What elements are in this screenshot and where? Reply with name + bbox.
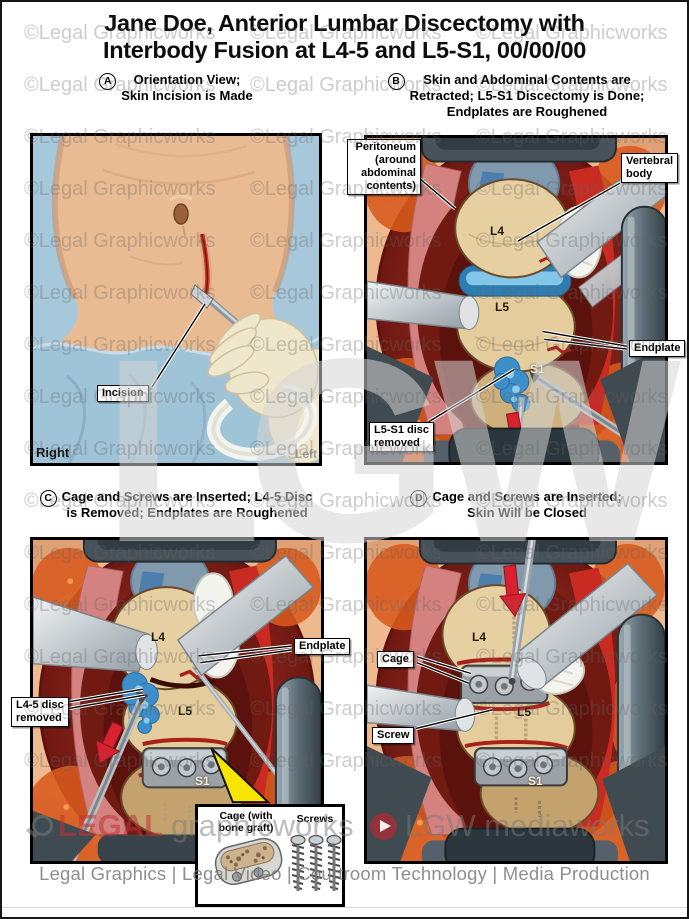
screwdriver-instrument	[508, 540, 537, 685]
inset-screws-label: Screws	[296, 813, 334, 825]
cage-and-screws-inset: Cage (with bone graft) Screws	[195, 804, 345, 907]
l4-5-disc-removed-label: L4-5 disc removed	[11, 697, 69, 727]
vertebral-body-label: Vertebral body	[621, 153, 679, 183]
peritoneum-label: Peritoneum (around abdominal contents)	[347, 139, 421, 195]
red-arrow-down	[95, 721, 124, 765]
navel	[173, 203, 189, 225]
incision-label: Incision	[97, 385, 149, 402]
l5-bone-label-d: L5	[517, 705, 532, 719]
l5-s1-disc-removed-label: L5-S1 disc removed	[369, 422, 435, 452]
panel-letter-b: B	[387, 73, 405, 90]
l4-bone-label-b: L4	[490, 224, 505, 238]
panel-a-orientation-view	[30, 133, 322, 466]
s1-bone-label-c: S1	[195, 774, 210, 788]
l5-s1-cage-implant	[141, 747, 228, 789]
leader-lines	[67, 645, 292, 710]
cage-label: Cage	[377, 651, 414, 668]
page-bottom-rule	[2, 907, 687, 908]
l4-bone-label-d: L4	[472, 630, 487, 644]
caption-panel-c: C Cage and Screws are Inserted; L4-5 Dis…	[8, 489, 344, 521]
retractor-blade-right-low	[602, 746, 665, 861]
l4-bone-label-c: L4	[151, 630, 166, 644]
left-side-label: Left	[295, 447, 317, 461]
screw-label: Screw	[372, 727, 415, 744]
s1-bone-label-d: S1	[528, 774, 543, 788]
caption-panel-d: D Cage and Screws are Inserted; Skin Wil…	[354, 489, 678, 521]
navel-highlight	[169, 194, 193, 202]
panel-letter-d: D	[410, 490, 428, 507]
screws-drawing	[290, 834, 342, 891]
retractor-diagonal	[176, 554, 315, 677]
panel-d-closing-view	[364, 537, 668, 864]
caption-text-a: Orientation View; Skin Incision is Made	[121, 72, 253, 103]
retractor-blade-bottom	[444, 827, 596, 861]
caption-panel-b: B Skin and Abdominal Contents are Retrac…	[354, 72, 678, 120]
right-side-label: Right	[36, 445, 70, 460]
caption-panel-a: A Orientation View; Skin Incision is Mad…	[30, 72, 322, 104]
s1-bone-label-b: S1	[530, 362, 545, 376]
roughened-endplate	[546, 345, 572, 354]
incision-leader-line	[151, 303, 206, 388]
l5-bone-label-b: L5	[495, 300, 510, 314]
red-arrow-down	[499, 564, 527, 618]
l5-s1-cage-implant	[473, 747, 568, 787]
retractor-blade-bottom	[448, 427, 600, 462]
leader-lines	[416, 175, 627, 423]
caption-text-b: Skin and Abdominal Contents are Retracte…	[409, 72, 645, 119]
endplate-label-c: Endplate	[294, 638, 351, 655]
inset-illustration	[214, 834, 342, 891]
caption-text-d: Cage and Screws are Inserted; Skin Will …	[432, 489, 622, 520]
panel-d-illustration	[367, 540, 665, 861]
leader-lines	[415, 656, 493, 730]
inset-callout-pointer	[210, 747, 271, 804]
retractor-left	[33, 596, 150, 673]
l5-bone-label-c: L5	[178, 704, 193, 718]
retractor-blade-right-low	[600, 346, 665, 462]
endplate-label-b: Endplate	[629, 340, 686, 357]
caption-text-c: Cage and Screws are Inserted; L4-5 Disc …	[61, 489, 313, 520]
panel-letter-a: A	[99, 73, 117, 90]
page-title: Jane Doe, Anterior Lumbar Discectomy wit…	[102, 10, 587, 64]
panel-a-illustration	[33, 136, 319, 463]
retractor-blade-left-low	[33, 810, 96, 861]
panel-letter-c: C	[39, 490, 57, 507]
cage-drawing	[214, 837, 283, 886]
inset-cage-label: Cage (with bone graft)	[218, 810, 274, 834]
